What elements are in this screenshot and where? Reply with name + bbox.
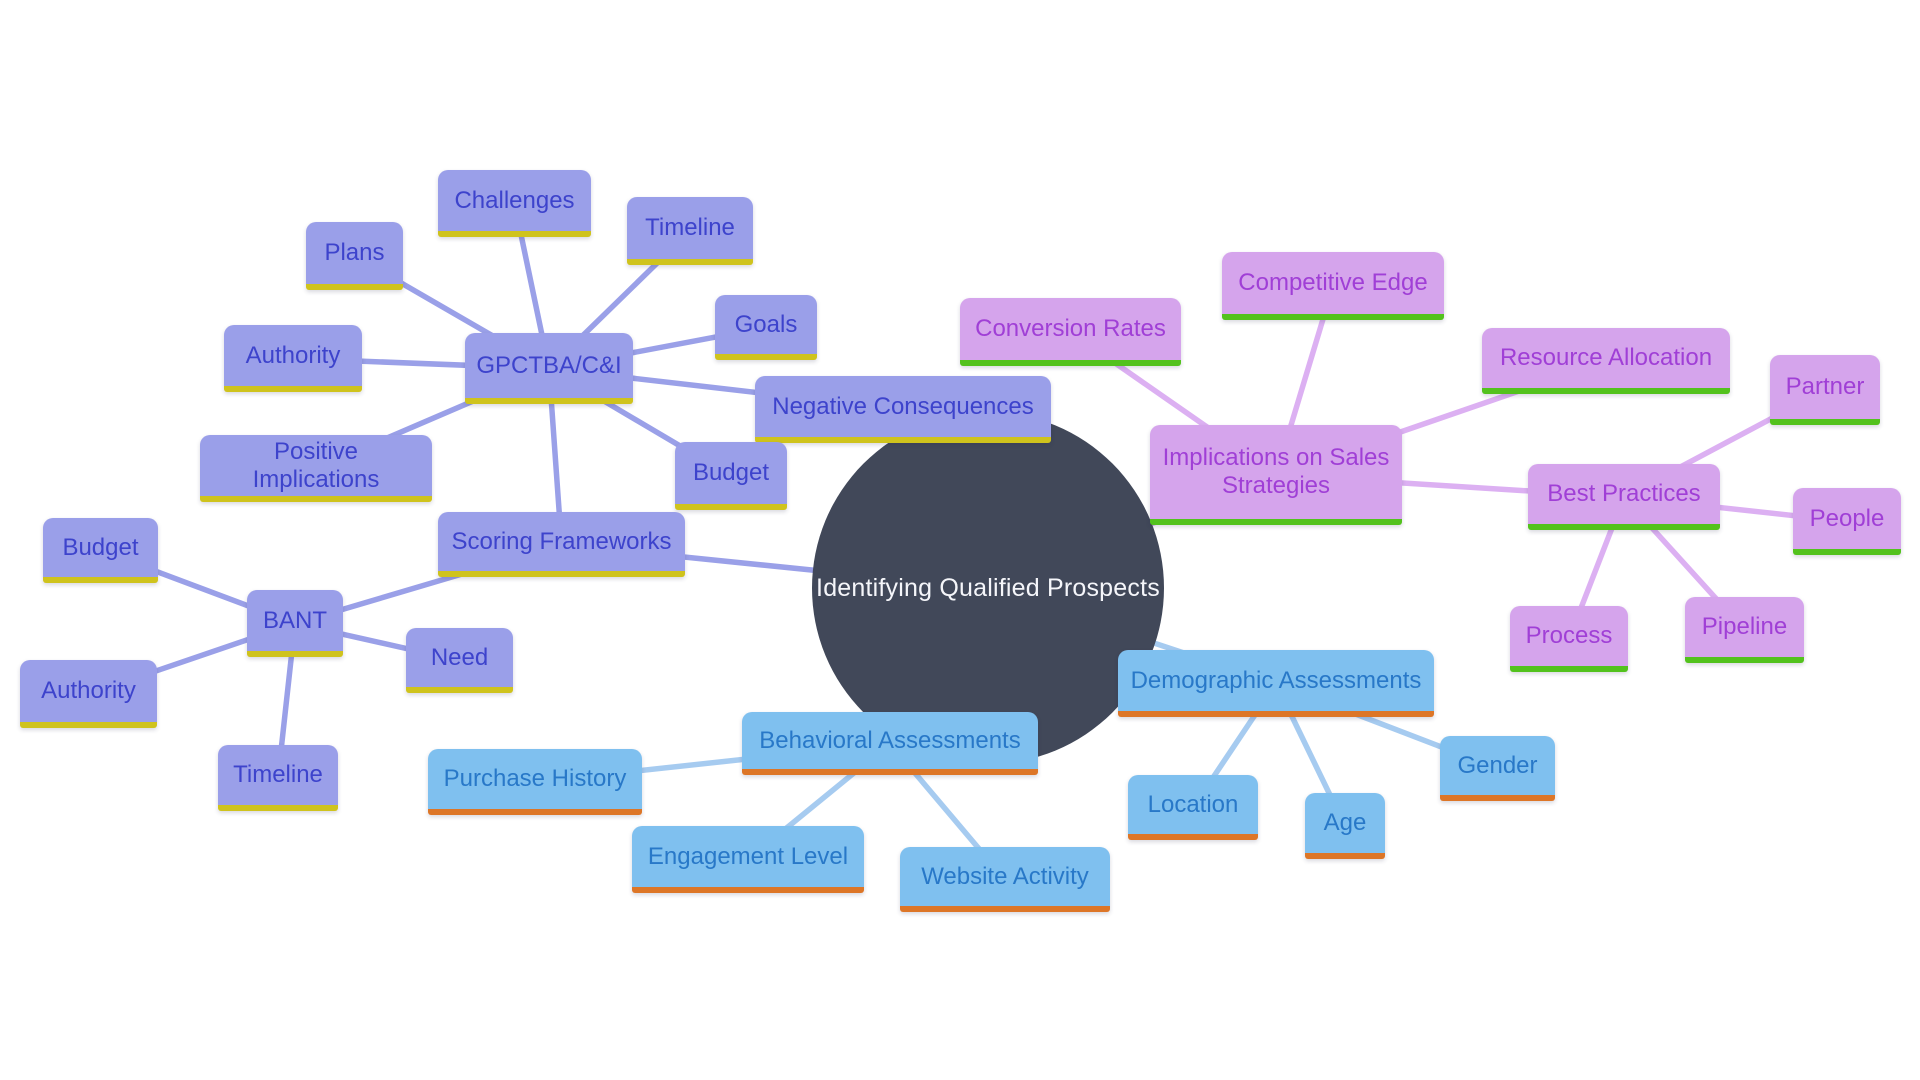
- node-label: GPCTBA/C&I: [476, 351, 622, 379]
- node-label: Negative Consequences: [772, 392, 1034, 420]
- node-label: Partner: [1785, 373, 1865, 401]
- node-people[interactable]: People: [1793, 488, 1901, 555]
- node-behavioral[interactable]: Behavioral Assessments: [742, 712, 1038, 775]
- node-label: Location: [1147, 790, 1239, 818]
- node-challenges[interactable]: Challenges: [438, 170, 591, 237]
- node-pipeline[interactable]: Pipeline: [1685, 597, 1804, 663]
- node-age[interactable]: Age: [1305, 793, 1385, 859]
- node-authority_b[interactable]: Authority: [20, 660, 157, 728]
- node-bant[interactable]: BANT: [247, 590, 343, 657]
- node-label: Timeline: [645, 214, 735, 242]
- node-process[interactable]: Process: [1510, 606, 1628, 672]
- node-gender[interactable]: Gender: [1440, 736, 1555, 801]
- node-website[interactable]: Website Activity: [900, 847, 1110, 912]
- node-label: Purchase History: [443, 765, 627, 793]
- node-label: Website Activity: [921, 862, 1089, 890]
- node-label: Age: [1323, 809, 1367, 837]
- node-label: Conversion Rates: [975, 315, 1166, 343]
- node-negcon[interactable]: Negative Consequences: [755, 376, 1051, 443]
- node-engagement[interactable]: Engagement Level: [632, 826, 864, 893]
- node-budget_g[interactable]: Budget: [675, 442, 787, 510]
- node-label: People: [1809, 504, 1885, 532]
- node-gpctba[interactable]: GPCTBA/C&I: [465, 333, 633, 404]
- node-purchase[interactable]: Purchase History: [428, 749, 642, 815]
- node-label: Implications on Sales Strategies: [1162, 444, 1390, 499]
- node-posimp[interactable]: Positive Implications: [200, 435, 432, 502]
- node-convrates[interactable]: Conversion Rates: [960, 298, 1181, 366]
- central-topic-label: Identifying Qualified Prospects: [816, 573, 1160, 602]
- node-label: Process: [1525, 622, 1613, 650]
- node-plans[interactable]: Plans: [306, 222, 403, 290]
- node-label: Authority: [41, 677, 136, 705]
- node-label: Goals: [734, 310, 798, 338]
- node-timeline_b[interactable]: Timeline: [218, 745, 338, 811]
- node-label: Pipeline: [1701, 613, 1788, 641]
- node-label: Timeline: [233, 761, 323, 789]
- node-compedge[interactable]: Competitive Edge: [1222, 252, 1444, 320]
- central-topic-node[interactable]: Identifying Qualified Prospects: [812, 412, 1164, 764]
- node-label: Challenges: [454, 186, 575, 214]
- node-label: Plans: [324, 239, 385, 267]
- node-scoring[interactable]: Scoring Frameworks: [438, 512, 685, 577]
- node-label: Gender: [1457, 751, 1538, 779]
- node-partner[interactable]: Partner: [1770, 355, 1880, 425]
- node-label: Resource Allocation: [1499, 344, 1713, 372]
- node-label: Behavioral Assessments: [759, 726, 1021, 754]
- node-authority_g[interactable]: Authority: [224, 325, 362, 392]
- node-label: Authority: [245, 341, 341, 369]
- node-resalloc[interactable]: Resource Allocation: [1482, 328, 1730, 394]
- node-goals[interactable]: Goals: [715, 295, 817, 360]
- node-timeline_g[interactable]: Timeline: [627, 197, 753, 265]
- node-label: Budget: [692, 459, 770, 487]
- node-label: Engagement Level: [647, 842, 849, 870]
- node-label: Scoring Frameworks: [451, 527, 672, 555]
- node-implications[interactable]: Implications on Sales Strategies: [1150, 425, 1402, 525]
- node-label: Positive Implications: [252, 437, 380, 493]
- node-label: Competitive Edge: [1238, 269, 1428, 297]
- node-bestpract[interactable]: Best Practices: [1528, 464, 1720, 530]
- node-need[interactable]: Need: [406, 628, 513, 693]
- node-location[interactable]: Location: [1128, 775, 1258, 840]
- node-label: Need: [430, 643, 489, 671]
- node-label: Budget: [62, 533, 139, 561]
- node-label: Best Practices: [1547, 480, 1701, 508]
- node-label: Demographic Assessments: [1130, 666, 1422, 694]
- node-budget_b[interactable]: Budget: [43, 518, 158, 583]
- node-label: BANT: [262, 606, 327, 634]
- node-demographic[interactable]: Demographic Assessments: [1118, 650, 1434, 717]
